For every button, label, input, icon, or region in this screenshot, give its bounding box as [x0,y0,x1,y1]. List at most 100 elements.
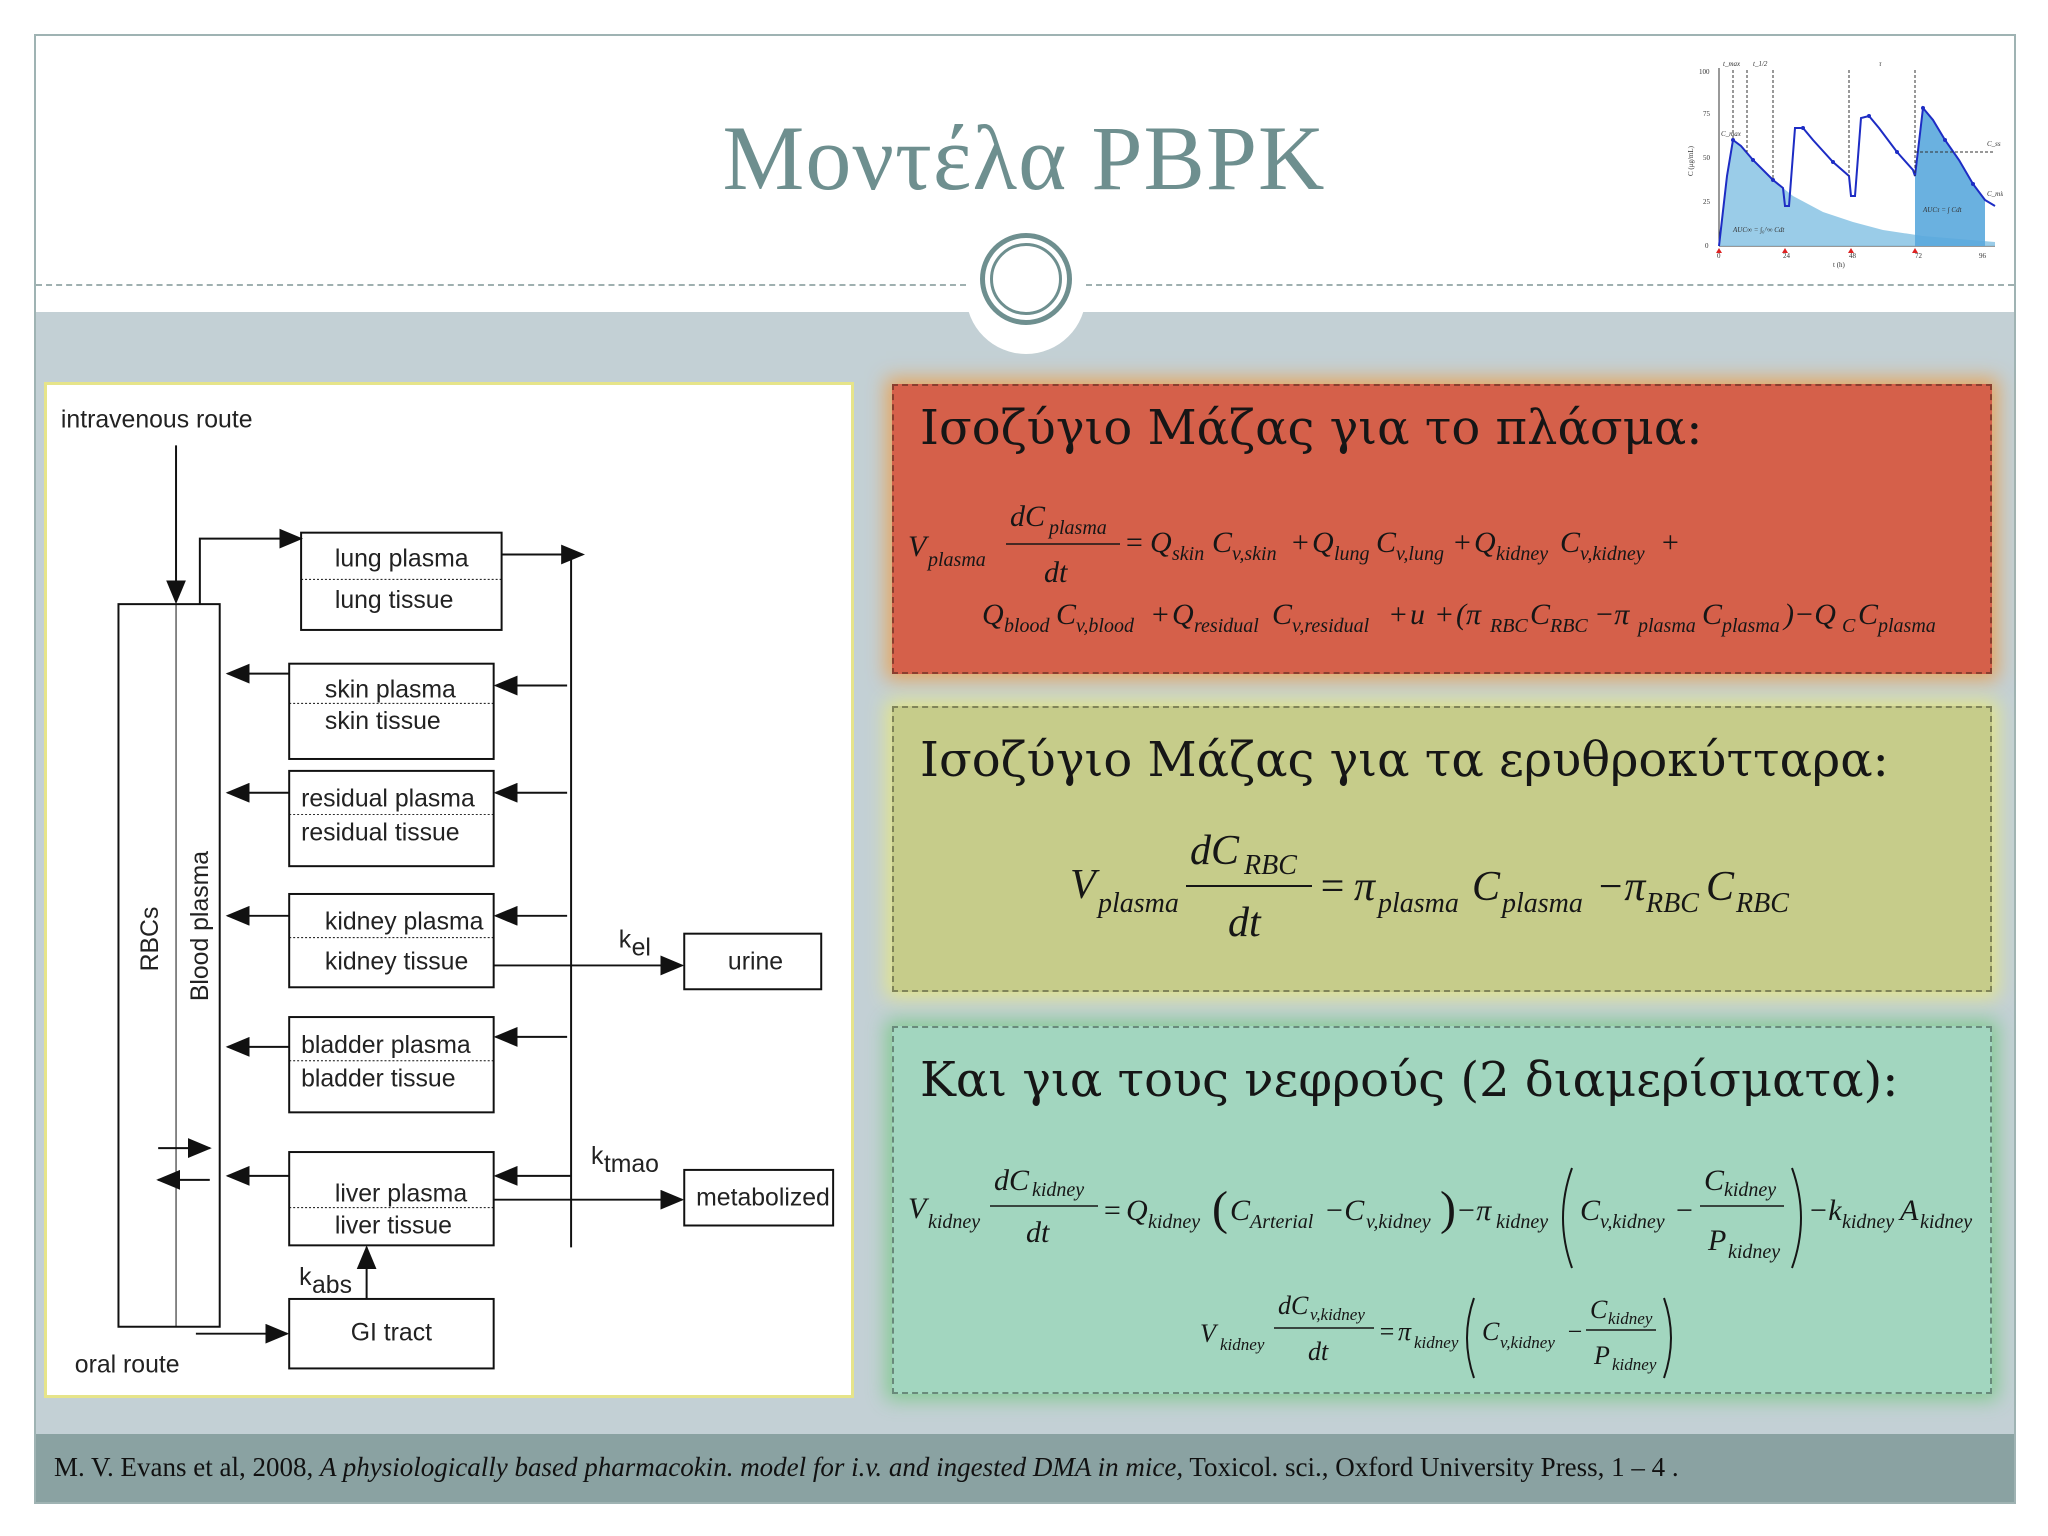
blood-plasma-label: Blood plasma [187,851,214,1001]
svg-text:plasma: plasma [1500,888,1583,919]
svg-text:+: + [1434,598,1454,631]
svg-text:u: u [1410,598,1425,631]
bladder-compartment-box [288,1016,495,1114]
svg-text:dt: dt [1044,556,1068,589]
svg-text:π: π [1398,1317,1412,1346]
svg-text:RBC: RBC [1549,615,1588,637]
svg-text:C: C [1842,615,1856,637]
svg-text:C: C [1560,526,1581,559]
pk-ylabel: C (μg/mL) [1687,145,1695,176]
svg-text:−π: −π [1596,864,1646,910]
plasma-mass-balance-heading: Ισοζύγιο Μάζας για το πλάσμα: [920,400,1703,456]
svg-text:dC: dC [1278,1291,1309,1320]
skin-plasma-label: skin plasma [325,676,456,703]
pk-xtick: 48 [1849,252,1857,260]
skin-compartment-box [288,662,495,760]
svg-text:+: + [1150,598,1170,631]
svg-text:dt: dt [1026,1216,1050,1249]
urine-label: urine [728,948,783,975]
citation-journal: Toxicol. sci., Oxford University Press, … [1183,1452,1679,1482]
pk-annotation: t_max [1723,60,1741,68]
svg-text:−C: −C [1324,1194,1365,1227]
svg-text:Q: Q [982,598,1004,631]
svg-text:V: V [908,530,930,563]
svg-text:+: + [1388,598,1408,631]
svg-text:P: P [1593,1341,1610,1370]
svg-text:v,kidney: v,kidney [1310,1305,1365,1324]
pk-annotation: τ [1879,60,1882,68]
pk-auc-inf-label: AUC∞ = ∫₀^∞ Cdt [1732,226,1785,234]
pk-auc-tau-label: AUCτ = ∫ Cdt [1922,206,1963,214]
gi-tract-box [288,1297,495,1370]
svg-text:Q: Q [1474,526,1496,559]
k-el-label: k [619,927,632,954]
lung-plasma-label: lung plasma [335,545,469,572]
k-abs-subscript: abs [312,1272,352,1299]
pk-concentration-plot: 0 25 50 75 100 0 24 48 72 96 t (h) C (μg… [1683,56,2003,270]
svg-text:C: C [1706,864,1735,910]
svg-text:plasma: plasma [1876,615,1936,637]
kidney-mass-balance-heading: Και για τους νεφρούς (2 διαμερίσματα): [920,1052,1899,1108]
svg-text:Q: Q [1126,1194,1148,1227]
pk-annotation: C_ss [1987,140,2001,148]
kidney-mass-balance-box: Και για τους νεφρούς (2 διαμερίσματα): V… [892,1026,1992,1394]
pbpk-model-diagram: intravenous route RBCs Blood plasma lung… [44,382,854,1398]
kidney-tissue-label: kidney tissue [325,948,468,975]
pk-ytick: 50 [1703,154,1711,162]
svg-text:plasma: plasma [1376,888,1459,919]
svg-text:plasma: plasma [926,549,986,571]
slide-title: Μοντέλα PBPK [722,107,1326,209]
svg-text:lung: lung [1334,543,1370,565]
kidney-compartment-box [288,892,495,989]
svg-text:kidney: kidney [1728,1241,1780,1263]
pk-xlabel: t (h) [1833,261,1846,269]
svg-text:+: + [1290,526,1310,559]
svg-text:kidney: kidney [928,1211,980,1233]
skin-tissue-label: skin tissue [325,708,441,735]
pk-ytick: 25 [1703,198,1711,206]
bladder-plasma-label: bladder plasma [301,1032,471,1059]
citation-authors: M. V. Evans et al, 2008, [54,1452,320,1482]
svg-text:P: P [1707,1224,1726,1257]
svg-text:kidney: kidney [1496,1211,1548,1233]
svg-text:Arterial: Arterial [1248,1211,1314,1233]
svg-text:C: C [1702,598,1723,631]
circle-ornament-icon [980,233,1072,325]
svg-text:C: C [1212,526,1233,559]
svg-text:): ) [1440,1182,1456,1235]
title-divider-left [36,284,966,286]
svg-text:plasma: plasma [1636,615,1696,637]
k-abs-label: k [299,1264,312,1291]
svg-text:kidney: kidney [1612,1355,1657,1374]
svg-text:Q: Q [1150,526,1172,559]
svg-text:C: C [1580,1194,1601,1227]
svg-text:C: C [1704,1164,1725,1197]
svg-text:C: C [1272,598,1293,631]
svg-text:+: + [1660,526,1680,559]
svg-text:v,kidney: v,kidney [1500,1333,1555,1352]
slide-frame [34,34,2016,1504]
metabolized-label: metabolized [696,1185,830,1212]
svg-text:−: − [1674,1194,1694,1227]
svg-text:kidney: kidney [1608,1309,1653,1328]
pk-xtick: 0 [1717,252,1721,260]
svg-text:v,residual: v,residual [1292,615,1370,637]
svg-text:blood: blood [1004,615,1051,637]
lung-compartment-box [300,531,503,631]
svg-text:C: C [1472,864,1501,910]
svg-text:+: + [1452,526,1472,559]
svg-text:C: C [1376,526,1397,559]
svg-text:dC: dC [994,1164,1030,1197]
svg-text:kidney: kidney [1148,1211,1200,1233]
k-el-subscript: el [632,935,651,962]
svg-text:RBC: RBC [1489,615,1528,637]
liver-plasma-label: liver plasma [335,1181,467,1208]
svg-text:v,skin: v,skin [1232,543,1277,565]
svg-text:plasma: plasma [1047,517,1107,539]
rbcs-label: RBCs [137,907,164,972]
svg-text:−π: −π [1456,1194,1492,1227]
svg-text:V: V [908,1192,930,1225]
svg-text:v,kidney: v,kidney [1366,1211,1431,1233]
